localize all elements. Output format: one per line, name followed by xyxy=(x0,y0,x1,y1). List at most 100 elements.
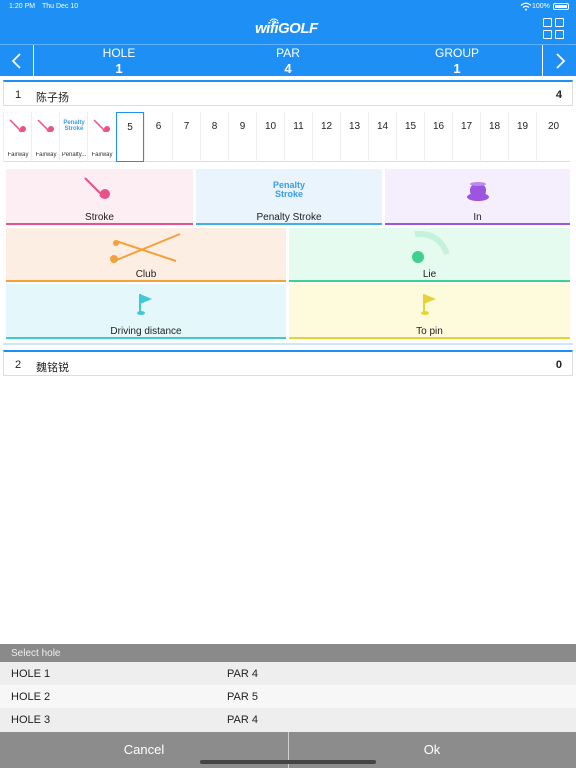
group-info[interactable]: GROUP 1 xyxy=(372,45,542,77)
cancel-button[interactable]: Cancel xyxy=(123,742,165,757)
hole-info[interactable]: HOLE 1 xyxy=(34,45,204,77)
stroke-number[interactable]: 19 xyxy=(508,112,536,162)
status-date: Thu Dec 10 xyxy=(42,3,79,10)
next-hole-button[interactable] xyxy=(542,45,576,77)
player-row[interactable]: 2 魏铭锐 0 xyxy=(3,350,573,376)
stroke-number-active[interactable]: 5 xyxy=(116,112,144,162)
stroke-slot[interactable]: Fairway xyxy=(87,112,115,162)
picker-title: Select hole xyxy=(0,644,576,662)
hole-header: HOLE 1 PAR 4 GROUP 1 xyxy=(0,44,576,77)
chevron-left-icon xyxy=(11,53,21,69)
stroke-number[interactable]: 12 xyxy=(312,112,340,162)
golf-club-icon xyxy=(83,177,110,199)
picker-par: PAR 4 xyxy=(227,714,258,726)
penalty-stroke-icon: Penalty Stroke xyxy=(63,120,85,132)
lie-button[interactable]: Lie xyxy=(289,228,570,282)
stroke-number[interactable]: 17 xyxy=(452,112,480,162)
penalty-stroke-icon: Penalty Stroke xyxy=(272,180,305,199)
status-time: 1:20 PM xyxy=(9,3,36,10)
lie-underline xyxy=(289,280,570,282)
status-bar: 1:20 PM Thu Dec 10 100% xyxy=(0,0,576,14)
stroke-slot[interactable]: Fairway xyxy=(3,112,31,162)
club-label: Club xyxy=(135,269,157,280)
stroke-number[interactable]: 14 xyxy=(368,112,396,162)
stroke-icon xyxy=(9,119,26,133)
stroke-number[interactable]: 15 xyxy=(396,112,424,162)
stroke-number[interactable]: 16 xyxy=(424,112,452,162)
penalty-stroke-label: Penalty Stroke xyxy=(256,212,322,223)
player-name: 魏铭锐 xyxy=(36,362,69,374)
app-logo: wifiGOLF xyxy=(255,18,325,40)
cup-icon xyxy=(466,182,489,201)
player-number: 2 xyxy=(15,359,22,371)
lie-label: Lie xyxy=(422,269,437,280)
picker-hole: HOLE 1 xyxy=(11,668,51,680)
cyan-flag-icon xyxy=(137,294,152,315)
to-pin-button[interactable]: To pin xyxy=(289,284,570,339)
player-score: 0 xyxy=(555,359,562,371)
stroke-icon xyxy=(93,119,110,133)
hole-label: HOLE xyxy=(102,46,136,60)
hole-picker: Select hole HOLE 1 PAR 4 HOLE 2 PAR 5 HO… xyxy=(0,644,576,732)
picker-par: PAR 4 xyxy=(227,668,258,680)
driving-distance-button[interactable]: Driving distance xyxy=(6,284,286,339)
group-value: 1 xyxy=(453,61,461,76)
stroke-icon xyxy=(37,119,54,133)
crossed-clubs-icon xyxy=(110,233,181,263)
stroke-number[interactable]: 13 xyxy=(340,112,368,162)
stroke-caption: Fairway xyxy=(91,152,113,158)
in-button[interactable]: In xyxy=(385,169,570,225)
ball-lie-icon xyxy=(411,230,450,263)
ok-button[interactable]: Ok xyxy=(423,742,441,757)
driving-distance-underline xyxy=(6,337,286,339)
stroke-number[interactable]: 11 xyxy=(284,112,312,162)
stroke-number[interactable]: 18 xyxy=(480,112,508,162)
menu-grid-button[interactable] xyxy=(543,18,565,40)
player-name: 陈子扬 xyxy=(36,92,69,104)
picker-par: PAR 5 xyxy=(227,691,258,703)
button-divider xyxy=(288,732,289,768)
driving-distance-label: Driving distance xyxy=(110,326,182,337)
picker-row[interactable]: HOLE 3 PAR 4 xyxy=(0,708,576,732)
stroke-number[interactable]: 20 xyxy=(536,112,570,162)
stroke-caption: Fairway xyxy=(35,152,57,158)
picker-row[interactable]: HOLE 2 PAR 5 xyxy=(0,685,576,708)
previous-hole-button[interactable] xyxy=(0,45,34,77)
player-score: 4 xyxy=(555,89,562,101)
stroke-number[interactable]: 10 xyxy=(256,112,284,162)
penalty-stroke-underline xyxy=(196,223,382,225)
stroke-slot[interactable]: Penalty Stroke Penalty... xyxy=(59,112,87,162)
player-row[interactable]: 1 陈子扬 4 xyxy=(3,80,573,106)
player-number: 1 xyxy=(15,89,22,101)
stroke-number[interactable]: 6 xyxy=(144,112,172,162)
club-button[interactable]: Club xyxy=(6,228,286,282)
app-logo-text: wifiGOLF xyxy=(255,20,318,37)
to-pin-label: To pin xyxy=(416,326,443,337)
club-underline xyxy=(6,280,286,282)
stroke-slot[interactable]: Fairway xyxy=(31,112,59,162)
in-label: In xyxy=(473,212,482,223)
picker-row[interactable]: HOLE 1 PAR 4 xyxy=(0,662,576,685)
wifi-icon xyxy=(520,2,532,11)
stroke-number[interactable]: 8 xyxy=(200,112,228,162)
stroke-number[interactable]: 7 xyxy=(172,112,200,162)
par-info: PAR 4 xyxy=(204,45,372,77)
app-navbar: wifiGOLF xyxy=(0,14,576,44)
stroke-strip: Fairway Fairway Penalty Stroke Penalty..… xyxy=(3,112,570,162)
stroke-number[interactable]: 9 xyxy=(228,112,256,162)
section-divider xyxy=(3,343,573,345)
hole-value: 1 xyxy=(115,61,123,76)
picker-hole: HOLE 3 xyxy=(11,714,51,726)
par-label: PAR xyxy=(276,46,300,60)
home-indicator xyxy=(200,760,376,764)
battery-icon xyxy=(553,3,569,10)
battery-percent: 100% xyxy=(532,3,550,10)
stroke-button[interactable]: Stroke xyxy=(6,169,193,225)
chevron-right-icon xyxy=(556,53,566,69)
group-label: GROUP xyxy=(434,46,479,60)
par-value: 4 xyxy=(284,61,292,76)
stroke-underline xyxy=(6,223,193,225)
stroke-label: Stroke xyxy=(85,212,114,223)
penalty-stroke-button[interactable]: Penalty Stroke Penalty Stroke xyxy=(196,169,382,225)
picker-hole: HOLE 2 xyxy=(11,691,51,703)
